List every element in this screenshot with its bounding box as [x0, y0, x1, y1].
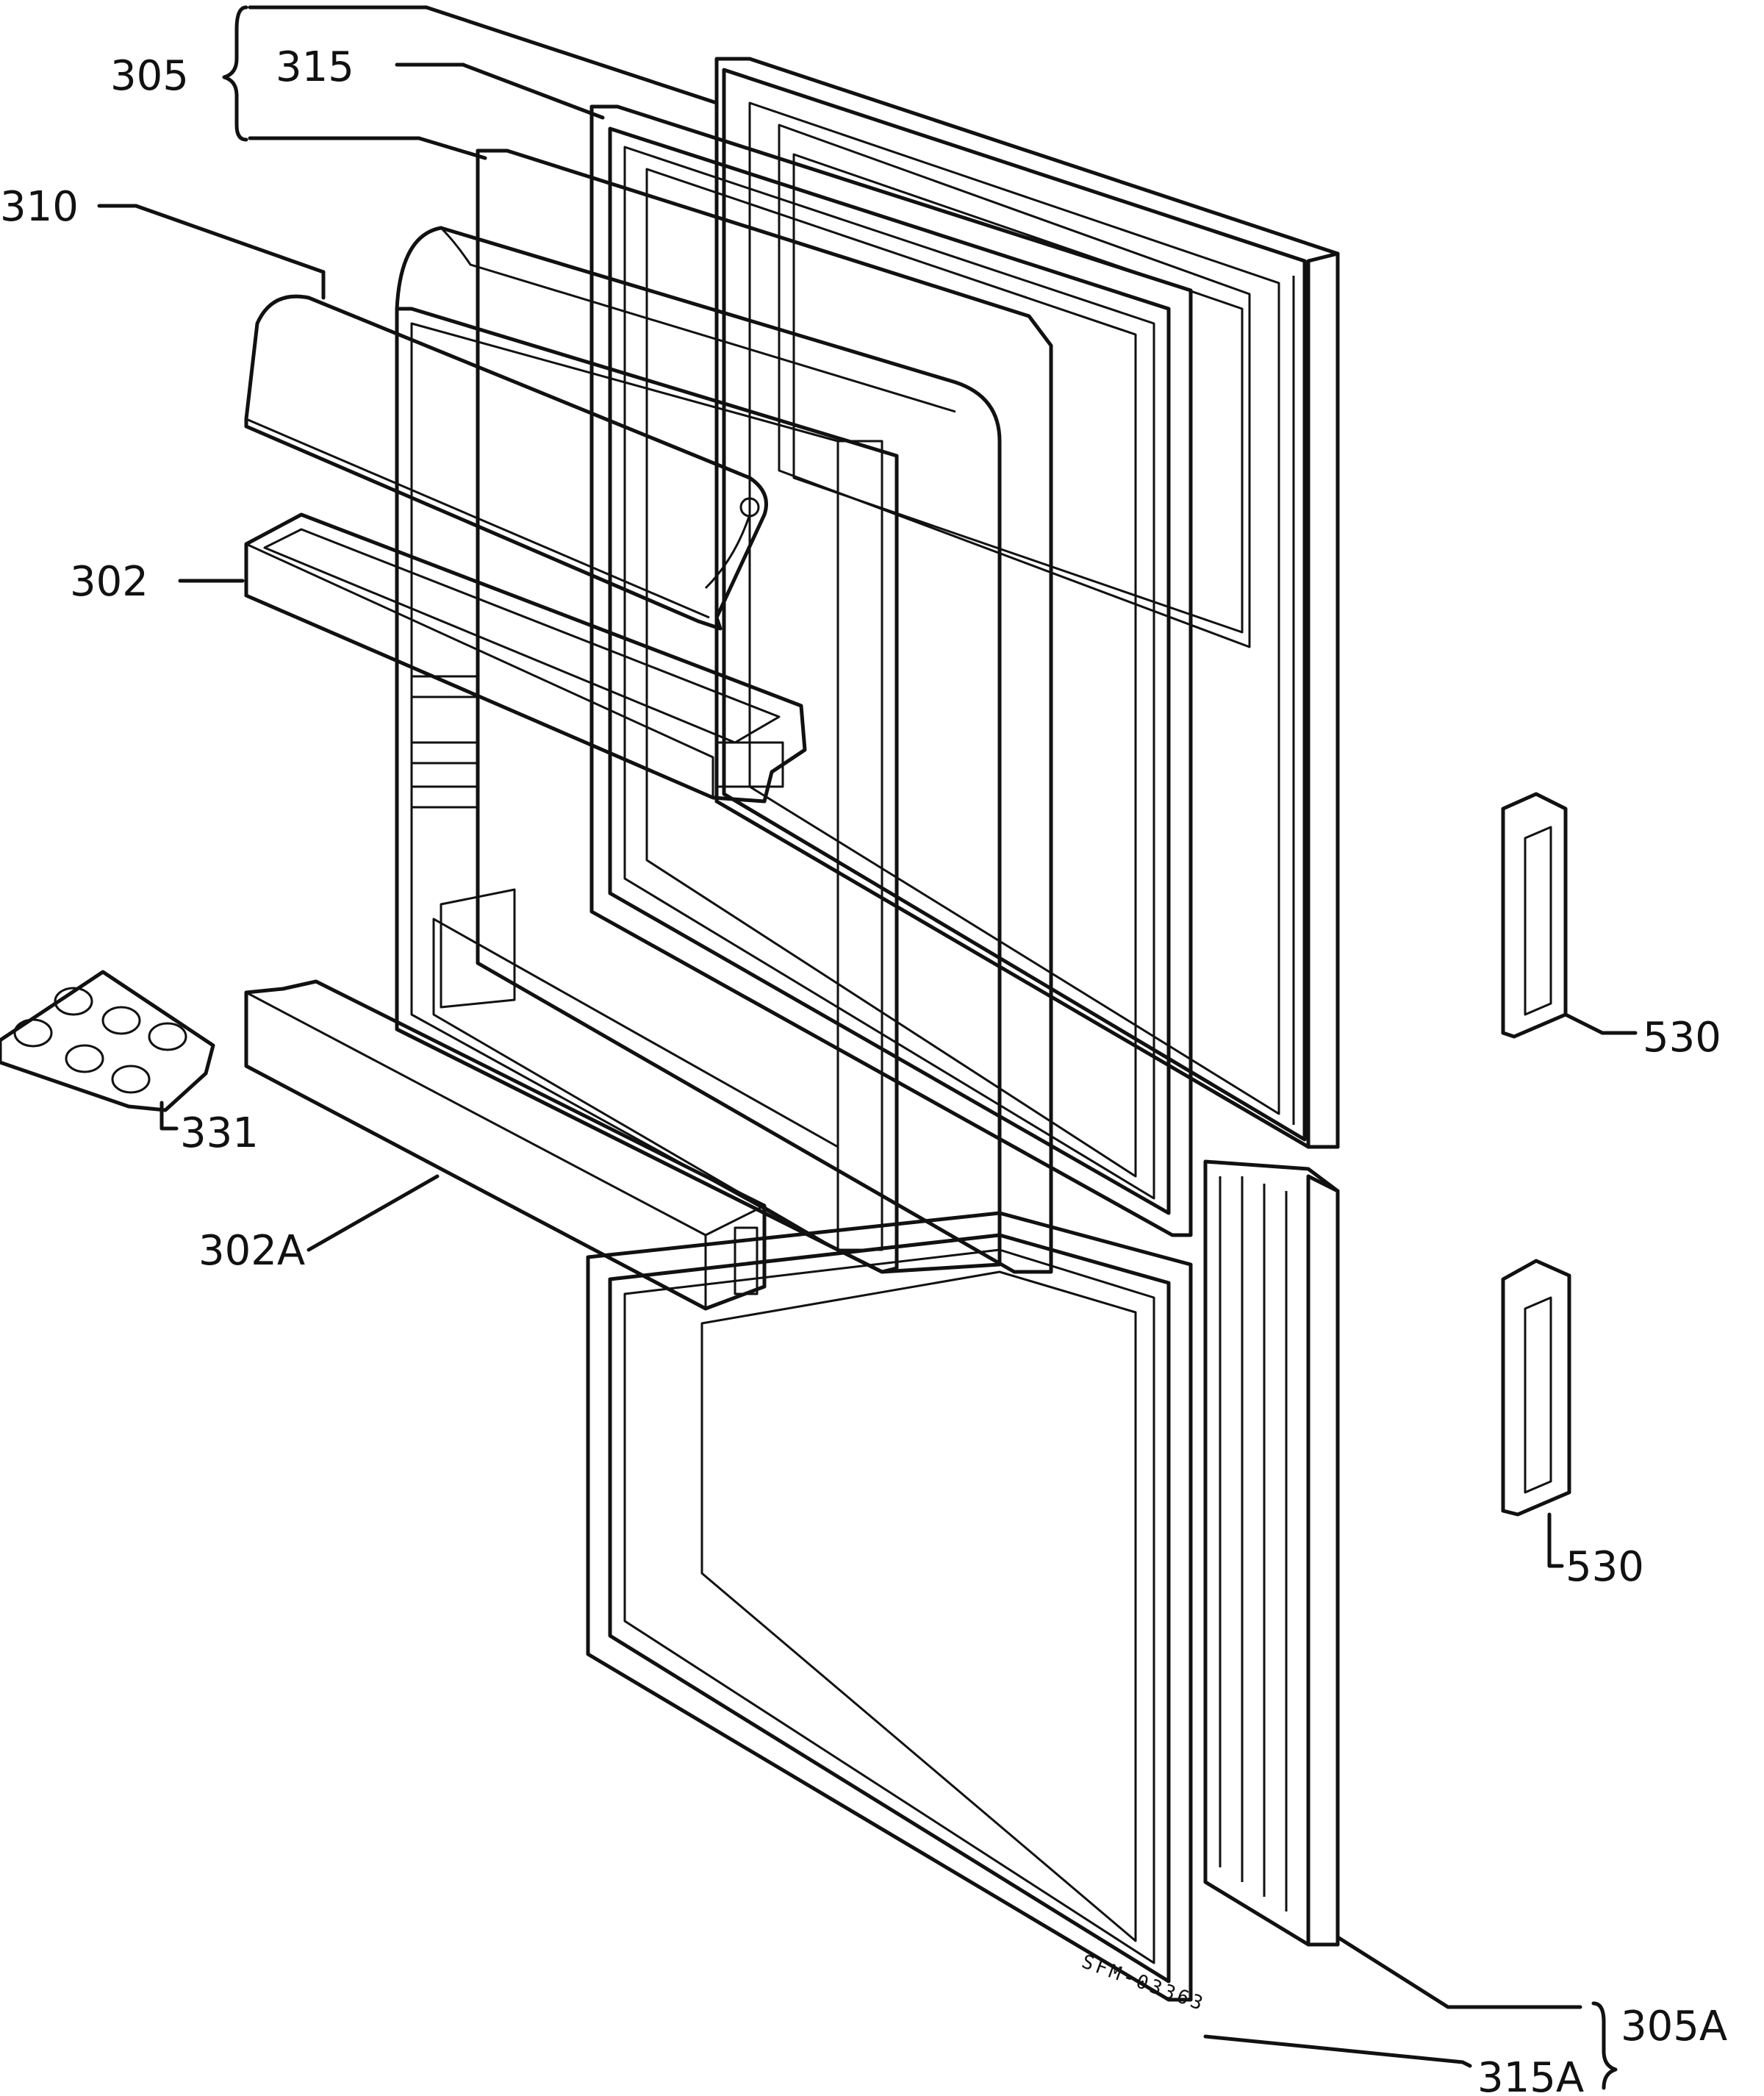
label-305a: 305A [1621, 2003, 1727, 2050]
label-315a: 315A [1477, 2054, 1584, 2096]
egg-tray [0, 970, 215, 1112]
leader-lines [97, 5, 1638, 2090]
lower-door-gasket [586, 1211, 1193, 2002]
handle-lower [1501, 1259, 1571, 1517]
label-315: 315 [276, 43, 354, 91]
label-331: 331 [180, 1109, 259, 1157]
label-305: 305 [110, 52, 189, 100]
label-530-bottom: 530 [1566, 1543, 1644, 1591]
handle-upper [1501, 792, 1568, 1039]
inner-door-liner [395, 149, 1053, 1274]
label-530-top: 530 [1643, 1014, 1721, 1062]
label-302a: 302A [198, 1227, 305, 1275]
bottle-shelf-302a [244, 979, 767, 1311]
lower-door-outer-panel [1203, 1159, 1340, 1947]
door-shelf-302 [244, 512, 807, 804]
label-302: 302 [70, 558, 148, 606]
upper-door-outer-panel [714, 57, 1340, 1149]
dairy-compartment-cover [244, 294, 768, 631]
upper-door-gasket [589, 104, 1193, 1237]
part-labels: 305 315 310 302 331 302A 530 530 305A 31… [0, 43, 1727, 2096]
label-310: 310 [0, 183, 79, 231]
